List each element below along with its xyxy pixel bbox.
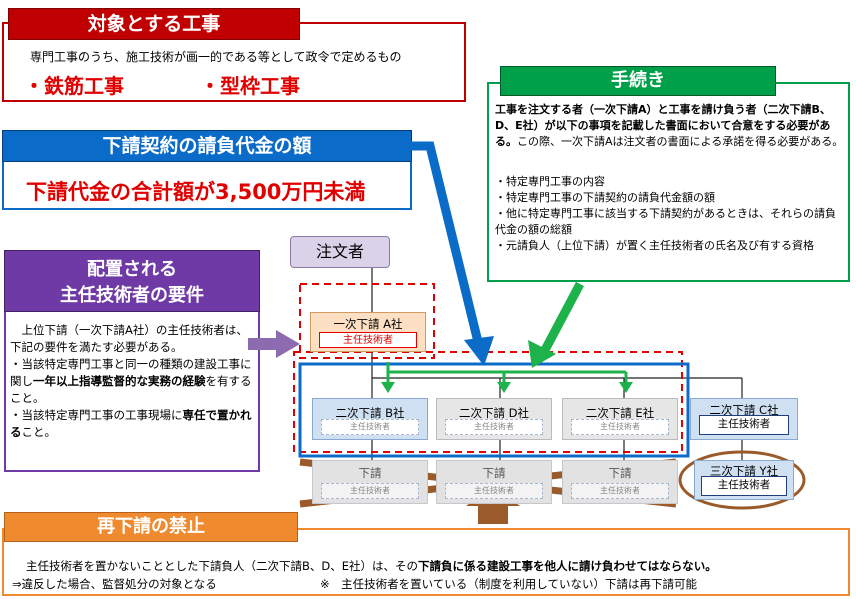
requirements-intro: 上位下請（一次下請A社）の主任技術者は、下記の要件を満たす必要がある。 [10, 323, 248, 354]
requirements-b2-pre: ・当該特定専門工事の工事現場に [10, 408, 183, 422]
requirements-header-line1: 配置される [87, 259, 177, 280]
requirements-bullet-2: ・当該特定専門工事の工事現場に専任で置かれること。 [10, 407, 254, 441]
procedure-text: 工事を注文する者（一次下請A）と工事を請け負う者（二次下請B、D、E社）が以下の… [495, 102, 845, 150]
purple-arrow [248, 330, 300, 358]
third-tier-y-node: 三次下請 Y社 主任技術者 [694, 460, 794, 500]
first-tier-a-node: 一次下請 A社 主任技術者 [310, 312, 426, 352]
resubcontract-line1-pre: 主任技術者を置かないこととした下請負人（二次下請B、D、E社）は、その [26, 559, 419, 573]
contract-amount-value: 下請代金の合計額が3,500万円未満 [26, 180, 366, 204]
procedure-item: ・特定専門工事の内容 [495, 175, 605, 188]
first-tier-a-manager: 主任技術者 [319, 332, 417, 348]
requirements-b1-bold: 一年以上指導監督的な実務の経験 [33, 374, 206, 388]
procedure-panel [487, 82, 850, 282]
requirements-header: 配置される 主任技術者の要件 [4, 250, 260, 312]
requirements-panel [4, 306, 260, 472]
resubcontract-line1: 主任技術者を置かないこととした下請負人（二次下請B、D、E社）は、その下請負に係… [26, 558, 717, 574]
formwork-work: ・型枠工事 [200, 74, 300, 98]
procedure-item: ・特定専門工事の下請契約の請負代金額の額 [495, 191, 715, 204]
third-tier-node-3: 下請 主任技術者 [562, 460, 678, 504]
second-tier-b-manager: 主任技術者 [321, 419, 419, 435]
second-tier-c-label: 二次下請 C社 [709, 403, 779, 417]
third-tier-manager-1: 主任技術者 [321, 483, 419, 499]
requirements-b2-post: こと。 [21, 425, 57, 439]
rebar-work: ・鉄筋工事 [24, 74, 124, 98]
second-tier-e-node: 二次下請 E社 主任技術者 [562, 398, 678, 440]
first-tier-a-label: 一次下請 A社 [333, 317, 403, 331]
second-tier-b-node: 二次下請 B社 主任技術者 [312, 398, 428, 440]
third-tier-node-1: 下請 主任技術者 [312, 460, 428, 504]
requirements-text: 上位下請（一次下請A社）の主任技術者は、下記の要件を満たす必要がある。 ・当該特… [10, 322, 254, 441]
target-works-desc: 専門工事のうち、施工技術が画一的である等として政令で定めるもの [30, 50, 402, 64]
requirements-b1-pre: ・当該特定専門工事と同一の種類の建設工事に関し [10, 357, 252, 388]
third-tier-y-label: 三次下請 Y社 [709, 464, 779, 478]
procedure-bold-text: 工事を注文する者（一次下請A）と工事を請け負う者（二次下請B、D、E社）が以下の… [495, 103, 831, 148]
resubcontract-header: 再下請の禁止 [4, 512, 298, 542]
third-tier-manager-3: 主任技術者 [571, 483, 669, 499]
second-tier-e-manager: 主任技術者 [571, 419, 669, 435]
blue-big-arrow [408, 141, 494, 366]
second-tier-d-label: 二次下請 D社 [458, 406, 529, 420]
second-tier-e-label: 二次下請 E社 [585, 406, 655, 420]
green-big-arrow [528, 281, 584, 368]
procedure-items: ・特定専門工事の内容 ・特定専門工事の下請契約の請負代金額の額 ・他に特定専門工… [495, 174, 845, 254]
requirements-header-line2: 主任技術者の要件 [60, 285, 204, 306]
resubcontract-line2a: ⇒違反した場合、監督処分の対象となる [12, 577, 217, 591]
third-tier-label-3: 下請 [608, 466, 632, 480]
orderer-node: 注文者 [290, 236, 390, 268]
third-tier-node-2: 下請 主任技術者 [436, 460, 552, 504]
procedure-item: ・他に特定専門工事に該当する下請契約があるときは、それらの請負代金の額の総額 [495, 207, 836, 236]
resubcontract-line1-bold: 下請負に係る建設工事を他人に請け負わせてはならない。 [418, 559, 717, 573]
second-tier-c-node: 二次下請 C社 主任技術者 [690, 398, 798, 440]
requirements-b2-bold: 専任で置かれる [10, 408, 252, 439]
second-tier-b-label: 二次下請 B社 [335, 406, 405, 420]
blue-subcontractor-group [298, 362, 690, 458]
y-company-highlight [678, 450, 806, 510]
requirements-b1-post: を有すること。 [10, 374, 252, 405]
target-works-header: 対象とする工事 [8, 8, 300, 40]
third-tier-label-2: 下請 [482, 466, 506, 480]
third-tier-label-1: 下請 [358, 466, 382, 480]
second-tier-c-manager: 主任技術者 [699, 415, 789, 435]
green-arrows [381, 362, 633, 393]
third-tier-manager-2: 主任技術者 [445, 483, 543, 499]
second-tier-d-manager: 主任技術者 [445, 419, 543, 435]
red-dashed-a-group [299, 283, 435, 359]
third-tier-y-manager: 主任技術者 [701, 476, 787, 496]
contract-amount-header: 下請契約の請負代金の額 [2, 130, 412, 162]
requirements-bullet-1: ・当該特定専門工事と同一の種類の建設工事に関し一年以上指導監督的な実務の経験を有… [10, 356, 254, 407]
procedure-normal-text: この際、一次下請Aは注文者の書面による承諾を得る必要がある。 [517, 135, 844, 148]
procedure-header: 手続き [500, 66, 776, 96]
procedure-item: ・元請負人（上位下請）が置く主任技術者の氏名及び有する資格 [495, 239, 814, 252]
resubcontract-line2b: ※ 主任技術者を置いている（制度を利用していない）下請は再下請可能 [320, 577, 697, 591]
second-tier-d-node: 二次下請 D社 主任技術者 [436, 398, 552, 440]
